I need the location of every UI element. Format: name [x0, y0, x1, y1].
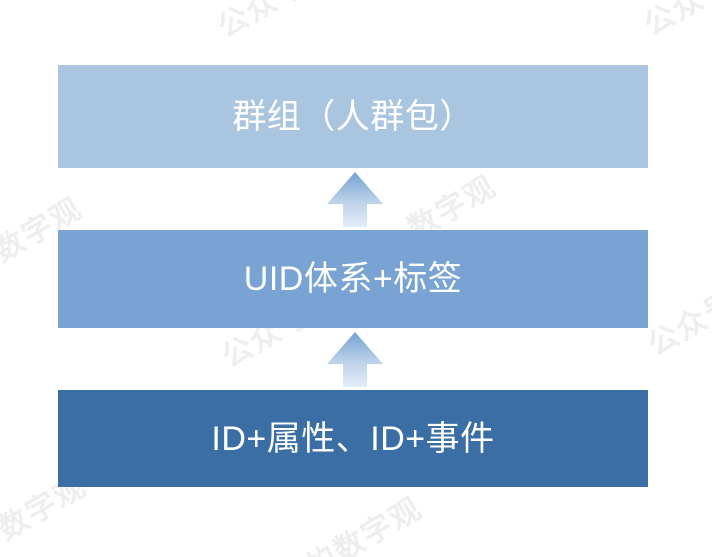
tier-box-uid-system-tags: UID体系+标签: [58, 230, 648, 328]
tier-label-id-attribute-event: ID+属性、ID+事件: [211, 419, 495, 458]
tier-label-uid-system-tags: UID体系+标签: [243, 260, 463, 298]
tier-box-group-package: 群组（人群包）: [58, 65, 648, 168]
arrow-up-bottom-to-middle-icon: [326, 331, 384, 388]
tier-box-id-attribute-event: ID+属性、ID+事件: [58, 390, 648, 487]
arrow-up-middle-to-top-icon: [326, 171, 384, 228]
tier-label-group-package: 群组（人群包）: [232, 97, 474, 136]
